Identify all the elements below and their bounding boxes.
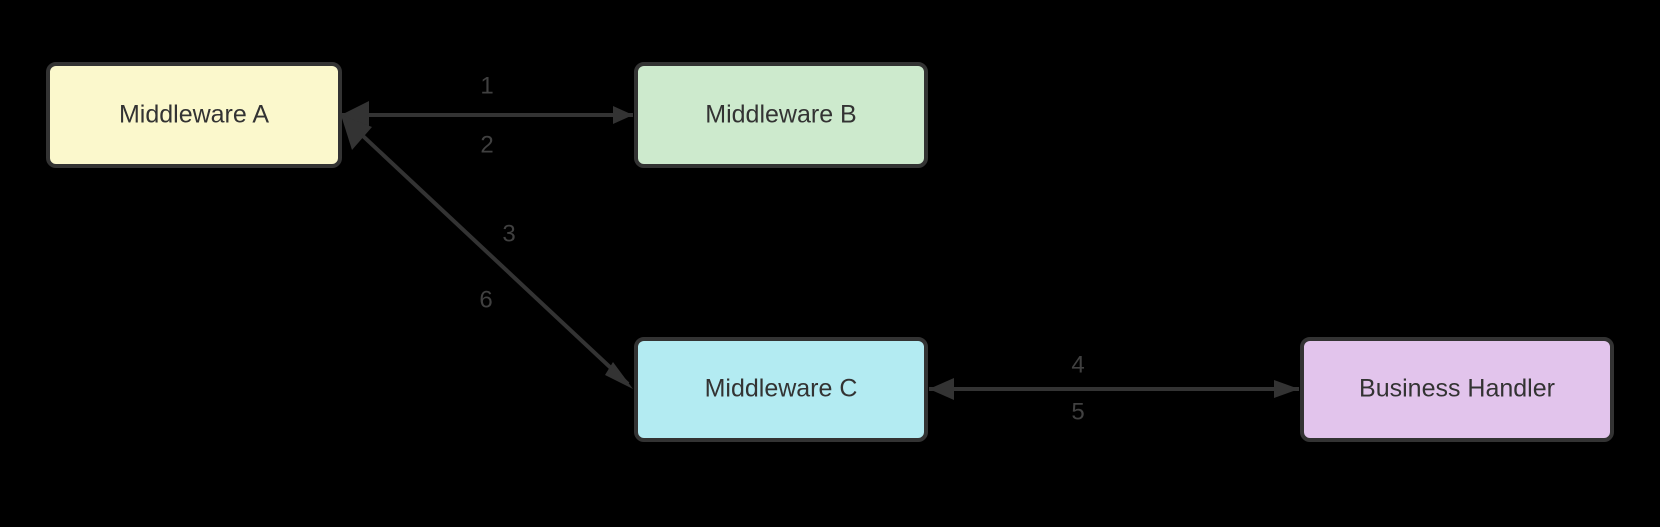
node-middleware-b[interactable]: Middleware B bbox=[634, 62, 928, 168]
arrow-head-pointing-to-middleware-c bbox=[929, 378, 954, 400]
edge-label-3: 3 bbox=[502, 220, 515, 247]
node-middleware-c-box bbox=[634, 337, 928, 442]
node-middleware-a-label: Middleware A bbox=[119, 101, 269, 129]
node-business-handler-label: Business Handler bbox=[1359, 375, 1555, 403]
node-middleware-c[interactable]: Middleware C bbox=[634, 337, 928, 442]
node-middleware-a[interactable]: Middleware A bbox=[46, 62, 342, 168]
arrow-head-pointing-to-middleware-a bbox=[341, 101, 369, 129]
edge-line-a-c bbox=[346, 120, 630, 386]
arrow-head-pointing-to-middleware-a-diagonal bbox=[341, 115, 372, 150]
arrow-head-pointing-to-middleware-c bbox=[605, 362, 633, 389]
edge-label-6: 6 bbox=[479, 286, 492, 313]
arrow-head-pointing-to-business-handler bbox=[1274, 380, 1299, 398]
node-middleware-b-label: Middleware B bbox=[705, 101, 856, 129]
node-middleware-a-box bbox=[46, 62, 342, 168]
edge-middleware-a-to-middleware-c[interactable]: 3 6 bbox=[341, 115, 633, 389]
edge-label-4: 4 bbox=[1071, 351, 1084, 378]
edge-label-1: 1 bbox=[480, 72, 493, 99]
edge-middleware-a-to-middleware-b[interactable]: 1 2 bbox=[341, 72, 633, 158]
node-business-handler[interactable]: Business Handler bbox=[1300, 337, 1614, 442]
node-business-handler-box bbox=[1300, 337, 1614, 442]
edge-label-5: 5 bbox=[1071, 398, 1084, 425]
node-middleware-b-box bbox=[634, 62, 928, 168]
arrow-head-pointing-to-middleware-b bbox=[613, 106, 633, 124]
edge-label-2: 2 bbox=[480, 131, 493, 158]
edge-middleware-c-to-business-handler[interactable]: 4 5 bbox=[929, 351, 1299, 425]
node-middleware-c-label: Middleware C bbox=[705, 375, 858, 403]
